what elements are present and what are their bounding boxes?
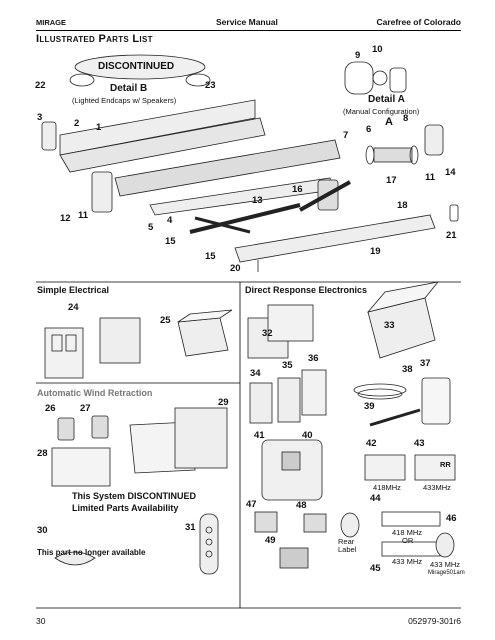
callout-7: 7	[343, 130, 349, 141]
callout-25: 25	[160, 315, 171, 326]
page-number: 30	[36, 616, 46, 626]
detail-b-title: Detail B	[110, 83, 148, 94]
or-label: OR	[402, 536, 414, 545]
callout-37: 37	[420, 358, 431, 369]
discontinued-banner: DISCONTINUED	[98, 61, 175, 72]
callout-15: 15	[165, 236, 176, 247]
auto-wind-label: Automatic Wind Retraction	[37, 388, 153, 398]
callout-34: 34	[250, 368, 261, 379]
callout-5: 5	[148, 222, 154, 233]
mhz-433-label: 433 MHz	[392, 557, 423, 566]
callout-9: 9	[355, 50, 361, 61]
callout-36: 36	[308, 353, 319, 364]
callout-45: 45	[370, 563, 381, 574]
callout-4: 4	[167, 215, 173, 226]
detail-a-marker: A	[385, 116, 393, 128]
callout-32: 32	[262, 328, 273, 339]
freq-433-label: 433MHz	[423, 483, 451, 492]
callout-21b: 21	[446, 230, 457, 241]
callout-11b: 11	[425, 172, 436, 183]
callout-1: 1	[96, 122, 102, 133]
section-title: Illustrated Parts List	[36, 33, 153, 45]
callout-30: 30	[37, 525, 48, 536]
callout-2: 2	[74, 118, 80, 129]
callout-42: 42	[366, 438, 377, 449]
callout-39: 39	[364, 401, 375, 412]
rr-label: RR	[440, 460, 451, 469]
header-rule	[36, 30, 461, 31]
mhz-433b-label: 433 MHz	[430, 560, 461, 569]
no-longer-note: This part no longer available	[37, 548, 146, 557]
header-company: Carefree of Colorado	[376, 17, 461, 27]
callout-29: 29	[218, 397, 229, 408]
callout-28: 28	[37, 448, 48, 459]
figure-id: Mirage501am	[428, 570, 465, 576]
callout-10: 10	[372, 44, 383, 55]
callout-20: 19	[370, 246, 381, 257]
callout-23: 23	[205, 80, 216, 91]
callout-6: 6	[366, 124, 372, 135]
callout-48: 48	[296, 500, 307, 511]
doc-number: 052979-301r6	[408, 616, 461, 626]
callout-18: 17	[386, 175, 397, 186]
detail-a-title: Detail A	[368, 94, 405, 105]
callout-31: 31	[185, 522, 196, 533]
header-model: Mirage	[36, 18, 66, 27]
rear-label: Rear Label	[338, 537, 357, 554]
callout-12: 12	[60, 213, 71, 224]
callout-40: 40	[302, 430, 313, 441]
callout-14: 13	[252, 195, 263, 206]
callout-41: 41	[254, 430, 265, 441]
freq-418-label: 418MHz	[373, 483, 401, 492]
callout-3: 3	[37, 112, 43, 123]
callout-43: 43	[414, 438, 425, 449]
callout-26: 26	[45, 403, 56, 414]
page-header: Mirage Service Manual Carefree of Colora…	[36, 17, 461, 31]
callout-33: 33	[384, 320, 395, 331]
discontinued-note-1: This System DISCONTINUED	[72, 491, 197, 501]
callout-35: 35	[282, 360, 293, 371]
callout-16: 15	[205, 251, 216, 262]
callout-47: 47	[246, 499, 257, 510]
discontinued-note-2: Limited Parts Availability	[72, 503, 179, 513]
callout-22: 22	[35, 80, 46, 91]
callout-17: 16	[292, 184, 303, 195]
callout-19: 18	[397, 200, 408, 211]
callout-21: 20	[230, 263, 241, 274]
callout-8: 8	[403, 113, 409, 124]
detail-b-subtitle: (Lighted Endcaps w/ Speakers)	[72, 96, 177, 105]
callout-49: 49	[265, 535, 276, 546]
simple-electrical-label: Simple Electrical	[37, 285, 110, 295]
callout-24: 24	[68, 302, 79, 313]
callout-11: 11	[78, 210, 89, 221]
direct-response-label: Direct Response Electronics	[245, 285, 368, 295]
detail-a-subtitle: (Manual Configuration)	[343, 107, 420, 116]
callout-27: 27	[80, 403, 91, 414]
header-manual: Service Manual	[216, 17, 278, 27]
mhz-418-label: 418 MHz	[392, 528, 423, 537]
callout-44: 44	[370, 493, 381, 504]
callout-13: 14	[445, 167, 456, 178]
callout-38: 38	[402, 364, 413, 375]
callout-46: 46	[446, 513, 457, 524]
